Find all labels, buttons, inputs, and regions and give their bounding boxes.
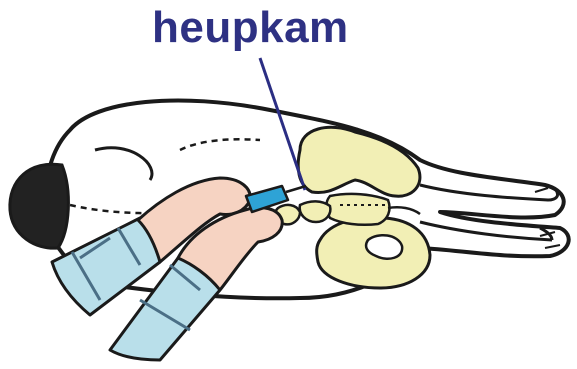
sacrum [326, 194, 389, 225]
dog-ear [10, 164, 69, 248]
vertebra-1 [300, 201, 331, 222]
